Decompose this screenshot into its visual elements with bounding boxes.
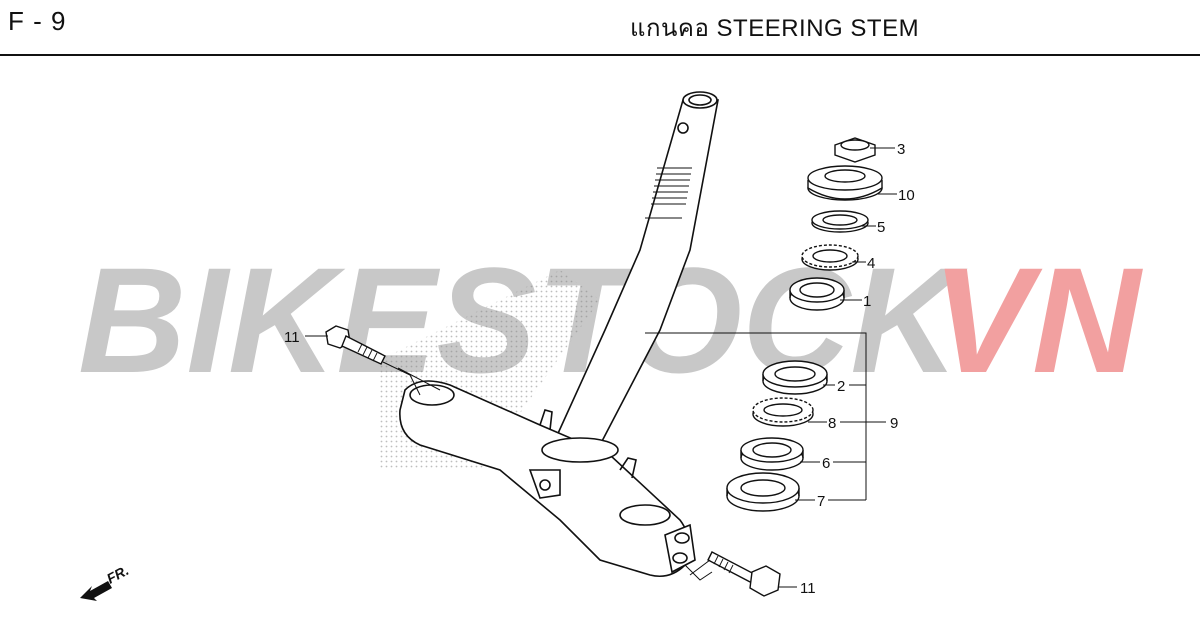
watermark-accent: VN bbox=[932, 236, 1143, 404]
ball-race-1 bbox=[789, 277, 845, 311]
front-direction-marker: FR. bbox=[80, 562, 131, 601]
callout-1: 1 bbox=[863, 293, 871, 310]
adjusting-nut-10 bbox=[807, 165, 883, 201]
bolt-guide-lines bbox=[382, 361, 713, 581]
steel-ball-8 bbox=[752, 397, 814, 427]
cone-race-5 bbox=[811, 210, 869, 233]
callout-4: 4 bbox=[867, 255, 875, 272]
callout-11-lower: 11 bbox=[800, 580, 816, 597]
cone-race-6 bbox=[740, 437, 804, 471]
dust-seal-7 bbox=[726, 472, 800, 512]
leader-lines bbox=[305, 147, 897, 588]
arrow-left-icon bbox=[80, 581, 112, 601]
parts-upper-stack bbox=[789, 137, 883, 311]
callout-labels: 3 10 5 4 1 2 8 9 6 7 11 11 bbox=[284, 141, 915, 597]
callout-6: 6 bbox=[822, 455, 830, 472]
header-divider bbox=[0, 54, 1200, 56]
parts-lower-stack bbox=[726, 360, 828, 512]
ball-race-2 bbox=[762, 360, 828, 395]
bolt-11-upper bbox=[325, 325, 386, 365]
callout-5: 5 bbox=[877, 219, 885, 236]
bottom-bridge bbox=[399, 380, 696, 578]
callout-9: 9 bbox=[890, 415, 898, 432]
callout-8: 8 bbox=[828, 415, 836, 432]
steel-ball-4 bbox=[801, 244, 859, 271]
page-title: แกนคอ STEERING STEM bbox=[630, 15, 920, 42]
bolt-11-lower bbox=[707, 551, 781, 597]
callout-10: 10 bbox=[898, 187, 915, 204]
lock-nut-3 bbox=[834, 137, 876, 163]
callout-11-upper: 11 bbox=[284, 329, 300, 346]
callout-3: 3 bbox=[897, 141, 905, 158]
callout-2: 2 bbox=[837, 378, 845, 395]
callout-7: 7 bbox=[817, 493, 825, 510]
page-code: F - 9 bbox=[8, 6, 67, 36]
